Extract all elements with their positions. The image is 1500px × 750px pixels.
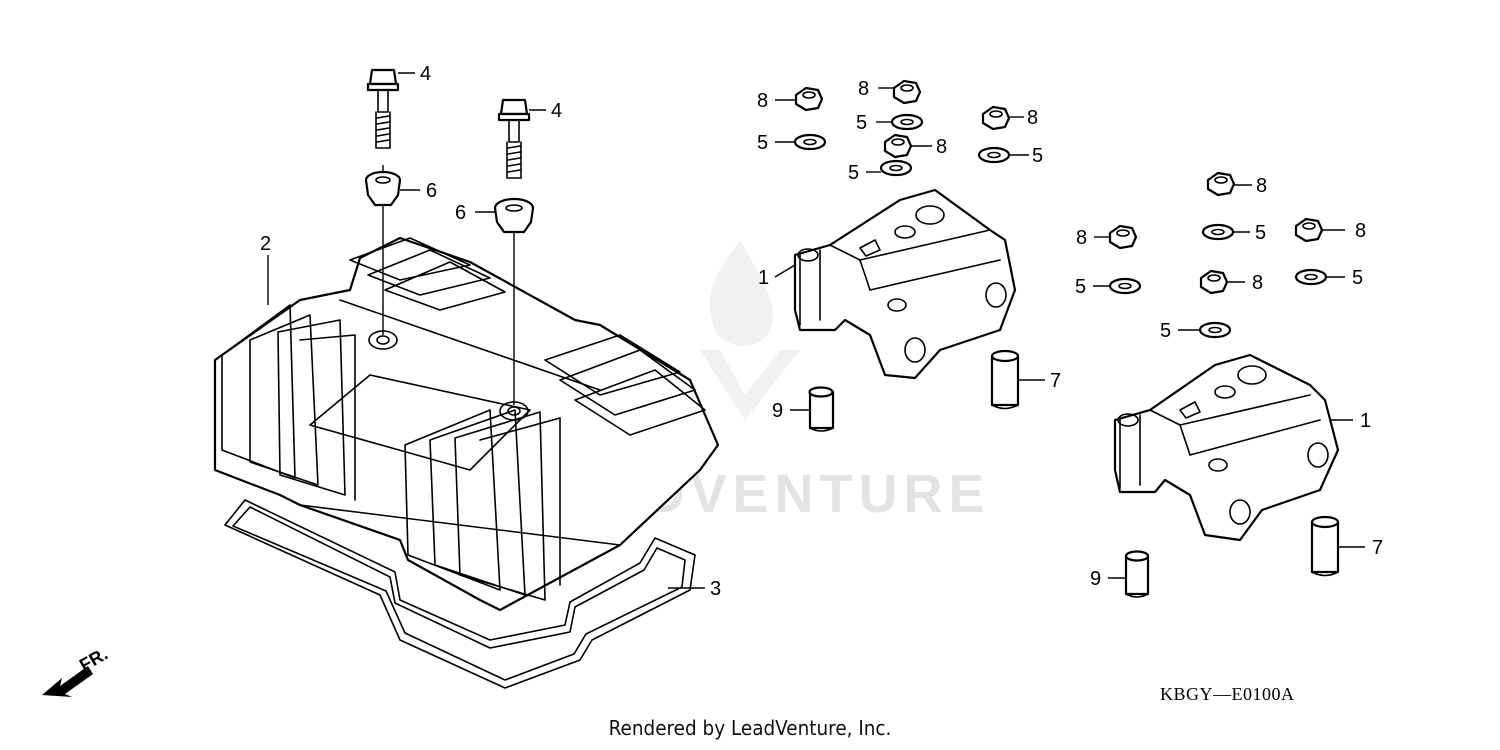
washer-5 <box>1201 223 1235 241</box>
washer-2 <box>890 113 924 131</box>
dowel-pin-lower <box>1310 515 1340 577</box>
callout-8: 8 <box>1252 272 1263 294</box>
grommet-right <box>493 197 535 234</box>
camshaft-holder-lower <box>1113 353 1340 542</box>
front-arrow-icon <box>42 666 93 697</box>
washer-3 <box>977 146 1011 164</box>
washer-8 <box>1198 321 1232 339</box>
nut-7 <box>1294 217 1324 243</box>
callout-5: 5 <box>1032 145 1043 167</box>
callout-5: 5 <box>856 112 867 134</box>
callout-5: 5 <box>1160 320 1171 342</box>
dowel-pin-upper <box>990 349 1020 410</box>
callout-8: 8 <box>936 136 947 158</box>
callout-2: 2 <box>260 233 271 255</box>
nut-4 <box>883 133 913 159</box>
callout-8: 8 <box>1256 175 1267 197</box>
drawing-code: KBGY—E0100A <box>1160 684 1295 704</box>
front-label: FR. <box>76 644 111 676</box>
callout-7: 7 <box>1372 537 1383 559</box>
callout-4: 4 <box>551 100 562 122</box>
callout-5: 5 <box>1075 276 1086 298</box>
nuts <box>794 79 1324 295</box>
front-direction-marker: FR. <box>42 644 111 697</box>
callouts: 4 4 6 6 2 3 8 5 8 5 8 5 8 5 1 7 9 8 8 5 … <box>260 63 1383 600</box>
nut-2 <box>892 79 922 105</box>
callout-8: 8 <box>1355 220 1366 242</box>
callout-3: 3 <box>710 578 721 600</box>
nut-5 <box>1206 171 1236 197</box>
callout-5: 5 <box>1352 267 1363 289</box>
nut-1 <box>794 86 824 112</box>
callout-5: 5 <box>848 162 859 184</box>
nut-3 <box>981 105 1011 131</box>
washer-7 <box>1294 268 1328 286</box>
watermark-logo <box>700 240 800 420</box>
cover-bolt-right <box>497 98 531 179</box>
callout-1: 1 <box>758 267 769 289</box>
callout-8: 8 <box>858 78 869 100</box>
grommet-left <box>364 170 402 207</box>
callout-7: 7 <box>1050 370 1061 392</box>
nut-8 <box>1199 269 1229 295</box>
washer-6 <box>1108 277 1142 295</box>
callout-1: 1 <box>1360 410 1371 432</box>
washer-4 <box>879 159 913 177</box>
collar-lower <box>1124 550 1150 598</box>
callout-6: 6 <box>426 180 437 202</box>
callout-5: 5 <box>757 132 768 154</box>
leader-lines <box>267 72 1365 589</box>
camshaft-holder-upper <box>793 188 1017 380</box>
callout-8: 8 <box>1076 227 1087 249</box>
cover-bolt-left <box>366 68 400 149</box>
callout-5: 5 <box>1255 222 1266 244</box>
callout-6: 6 <box>455 202 466 224</box>
collar-upper <box>808 386 835 432</box>
cylinder-head-cover-gasket <box>224 499 696 689</box>
callout-9: 9 <box>1090 568 1101 590</box>
callout-8: 8 <box>757 90 768 112</box>
washer-1 <box>793 133 827 151</box>
nut-6 <box>1108 224 1138 250</box>
cylinder-head-cover <box>213 165 720 612</box>
footer-credit: Rendered by LeadVenture, Inc. <box>608 716 892 740</box>
callout-8: 8 <box>1027 107 1038 129</box>
callout-9: 9 <box>772 400 783 422</box>
callout-4: 4 <box>420 63 431 85</box>
